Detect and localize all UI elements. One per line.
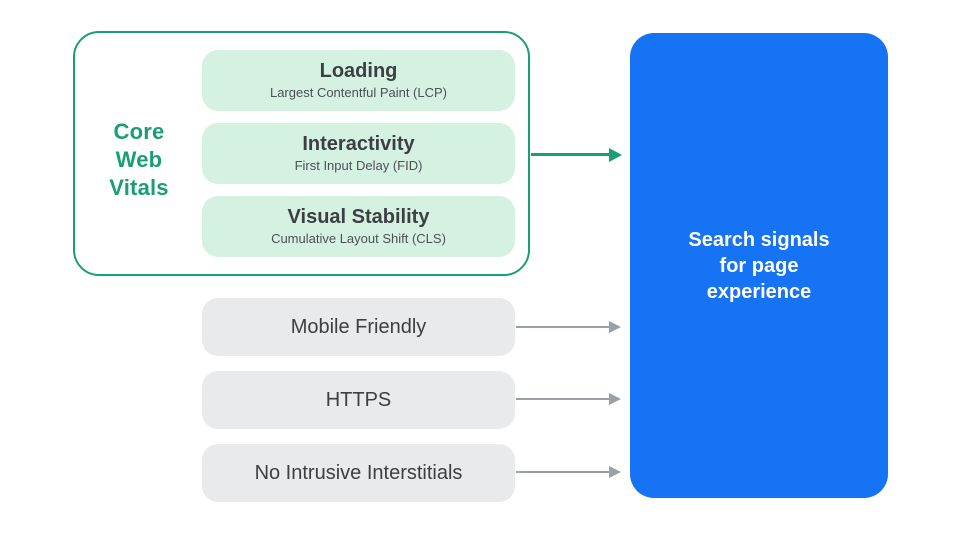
search-signals-result-text: Search signals for page experience <box>688 227 829 305</box>
search-signals-result-panel: Search signals for page experience <box>630 33 888 498</box>
search-signals-result-line: experience <box>706 280 812 303</box>
no-intrusive-interstitials-arrow-connector <box>516 471 609 473</box>
signal-no-intrusive-interstitials-label: No Intrusive Interstitials <box>254 461 463 484</box>
vital-interactivity-title: Interactivity <box>302 133 415 155</box>
https-arrow-connector <box>516 398 609 400</box>
signal-https-box: HTTPS <box>202 371 515 429</box>
vital-visual-stability-title: Visual Stability <box>287 206 430 228</box>
search-signals-result-line: Search signals <box>688 228 830 251</box>
signal-mobile-friendly-label: Mobile Friendly <box>290 315 427 338</box>
mobile-friendly-arrow-connector <box>516 326 609 328</box>
signal-mobile-friendly-box: Mobile Friendly <box>202 298 515 356</box>
vital-visual-stability-box: Visual Stability Cumulative Layout Shift… <box>202 196 515 257</box>
vital-loading-subtitle: Largest Contentful Paint (LCP) <box>269 85 448 100</box>
vital-loading-box: Loading Largest Contentful Paint (LCP) <box>202 50 515 111</box>
signal-https-label: HTTPS <box>325 388 392 411</box>
search-signals-result-line: for page <box>719 254 799 277</box>
vital-loading-title: Loading <box>319 60 398 82</box>
core-web-vitals-arrow-connector <box>531 153 609 156</box>
vital-interactivity-box: Interactivity First Input Delay (FID) <box>202 123 515 184</box>
core-web-vitals-label: Core Web Vitals <box>73 118 205 202</box>
signal-no-intrusive-interstitials-box: No Intrusive Interstitials <box>202 444 515 502</box>
core-web-vitals-label-line: Web <box>115 147 163 172</box>
core-web-vitals-label-line: Core <box>113 119 165 144</box>
vital-visual-stability-subtitle: Cumulative Layout Shift (CLS) <box>271 231 446 246</box>
vital-interactivity-subtitle: First Input Delay (FID) <box>294 158 423 173</box>
core-web-vitals-label-line: Vitals <box>109 175 169 200</box>
